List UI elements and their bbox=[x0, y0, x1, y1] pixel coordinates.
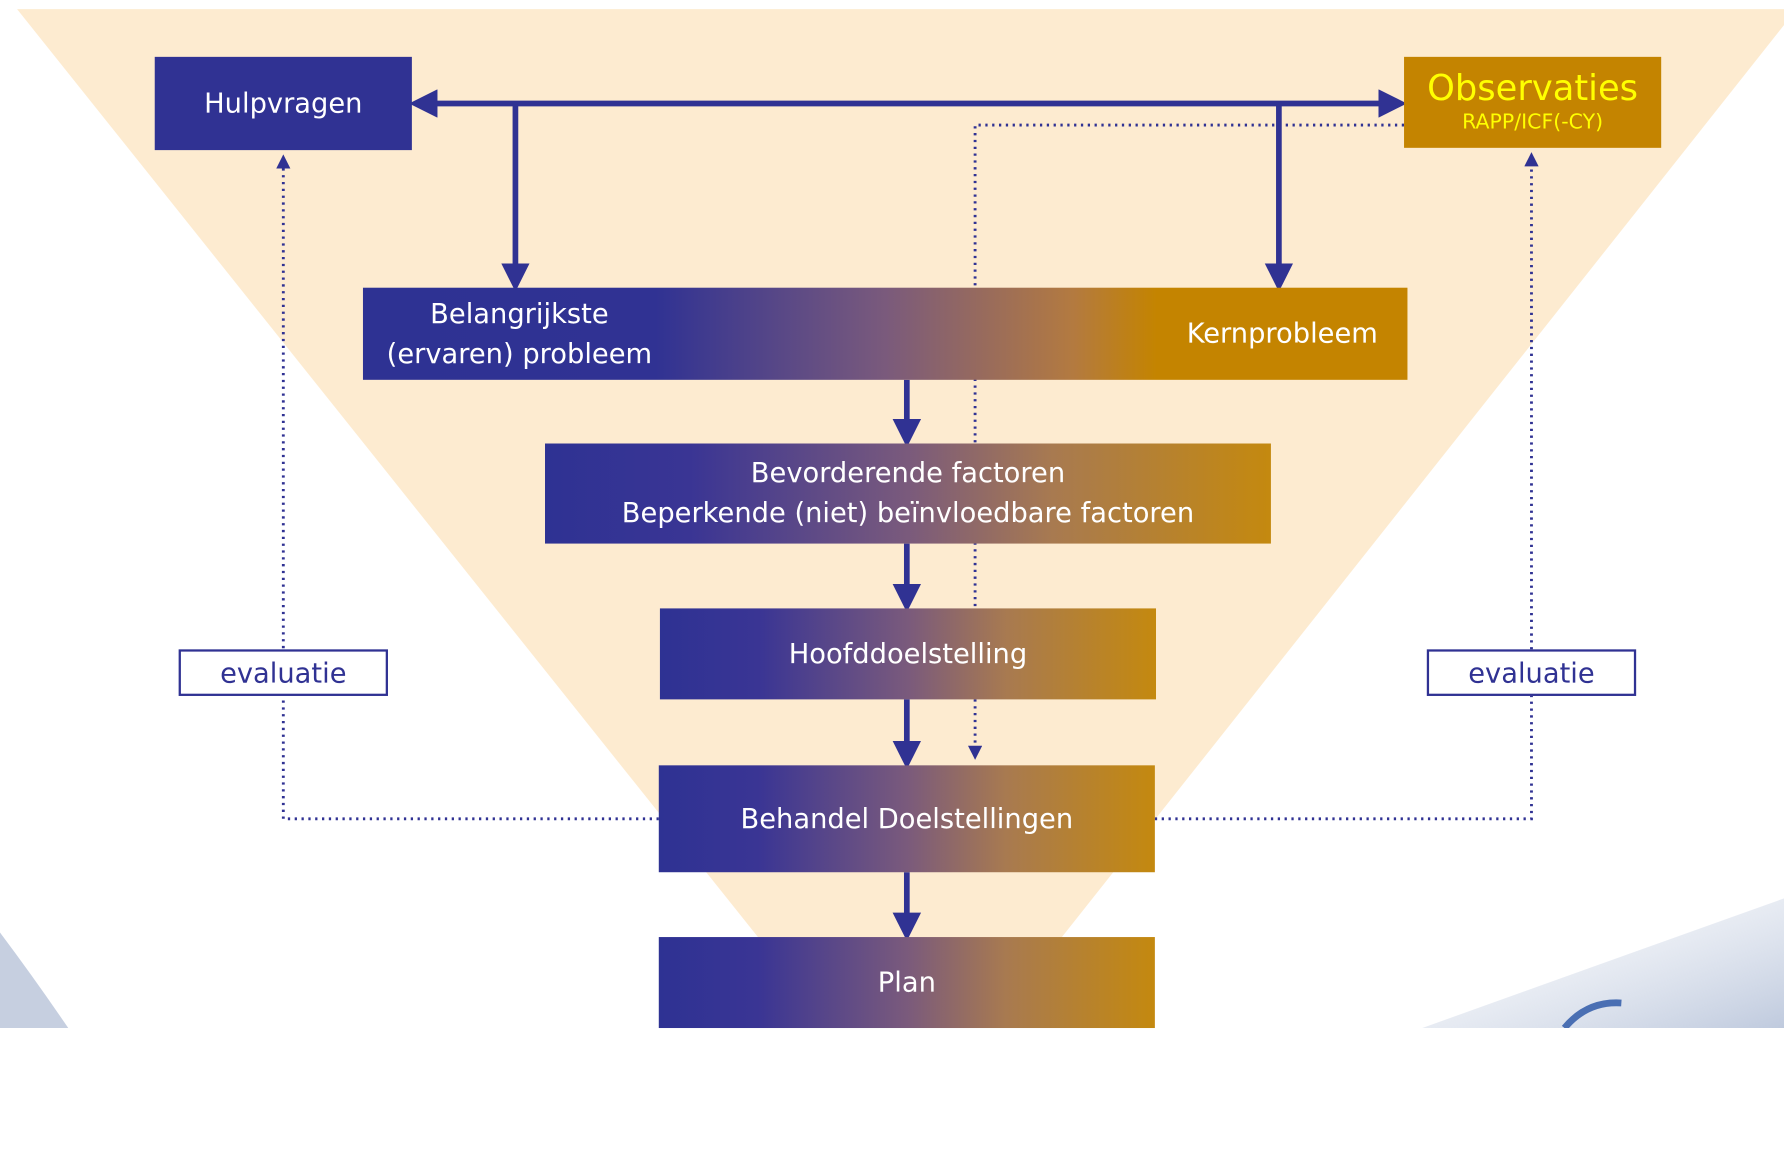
belangrijkste-probleem: Belangrijkste (ervaren) probleem bbox=[363, 288, 676, 380]
factoren-line2: Beperkende (niet) beïnvloedbare factoren bbox=[621, 496, 1195, 529]
corner-decoration-right bbox=[1422, 898, 1784, 1029]
corner-decoration-left bbox=[0, 932, 69, 1029]
evaluatie-right-label: evaluatie bbox=[1468, 656, 1595, 689]
hulpvragen-box: Hulpvragen bbox=[154, 56, 412, 151]
belangrijkste-line2: (ervaren) probleem bbox=[386, 337, 653, 370]
evaluatie-right-box: evaluatie bbox=[1426, 649, 1637, 696]
plan-label: Plan bbox=[877, 966, 936, 998]
behandel-doelstellingen-box: Behandel Doelstellingen bbox=[658, 765, 1155, 873]
factoren-line1: Bevorderende factoren bbox=[750, 457, 1066, 489]
dotted-evaluation-right bbox=[1154, 152, 1539, 821]
hulpvragen-label: Hulpvragen bbox=[204, 86, 363, 119]
corner-logo-arc bbox=[1561, 999, 1622, 1029]
hoofddoelstelling-label: Hoofddoelstelling bbox=[788, 637, 1028, 670]
kernprobleem: Kernprobleem bbox=[1157, 288, 1407, 380]
hoofddoelstelling-box: Hoofddoelstelling bbox=[659, 608, 1157, 700]
evaluatie-left-label: evaluatie bbox=[220, 656, 347, 689]
observaties-title: Observaties bbox=[1427, 68, 1639, 110]
observaties-subtitle: RAPP/ICF(-CY) bbox=[1462, 110, 1604, 135]
kernprobleem-label: Kernprobleem bbox=[1186, 317, 1378, 350]
probleem-bar: Belangrijkste (ervaren) probleem Kernpro… bbox=[362, 287, 1408, 380]
evaluatie-left-box: evaluatie bbox=[178, 649, 388, 696]
belangrijkste-line1: Belangrijkste bbox=[430, 297, 609, 330]
plan-box: Plan bbox=[658, 937, 1155, 1029]
factoren-box: Bevorderende factoren Beperkende (niet) … bbox=[545, 443, 1271, 544]
observaties-box: Observaties RAPP/ICF(-CY) bbox=[1404, 56, 1662, 148]
behandel-doelstellingen-label: Behandel Doelstellingen bbox=[740, 802, 1074, 835]
